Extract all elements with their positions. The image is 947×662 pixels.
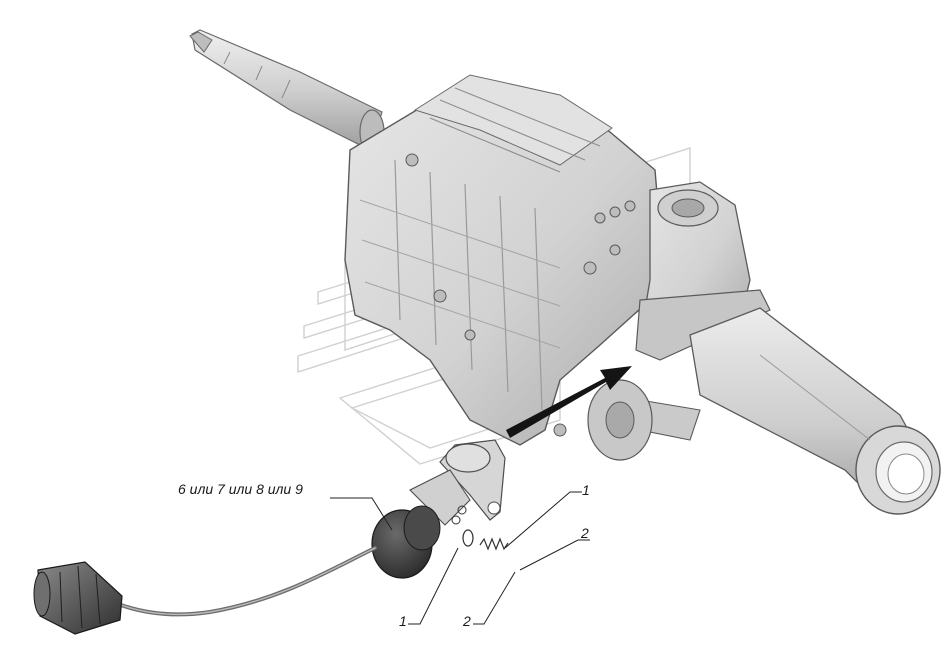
gearbox-housing (344, 74, 661, 446)
callout-washer-top: 1 (582, 482, 590, 498)
speed-sensor (371, 439, 506, 579)
callout-washer-bottom: 1 (399, 613, 407, 629)
output-tail-tube (639, 307, 941, 515)
sensor-cable (116, 546, 377, 617)
washer-part (462, 529, 474, 547)
input-shaft (189, 29, 385, 155)
callout-spring-top: 2 (581, 525, 589, 541)
install-direction-arrow (506, 366, 632, 438)
callout-spring-bottom: 2 (463, 613, 471, 629)
rear-extension-housing (635, 181, 771, 361)
spring-part (451, 505, 509, 551)
callout-sensor-variants: 6 или 7 или 8 или 9 (178, 481, 303, 497)
leader-lines (330, 491, 590, 625)
rear-bearing-cover (587, 379, 653, 461)
cable-connector-plug (33, 561, 123, 635)
